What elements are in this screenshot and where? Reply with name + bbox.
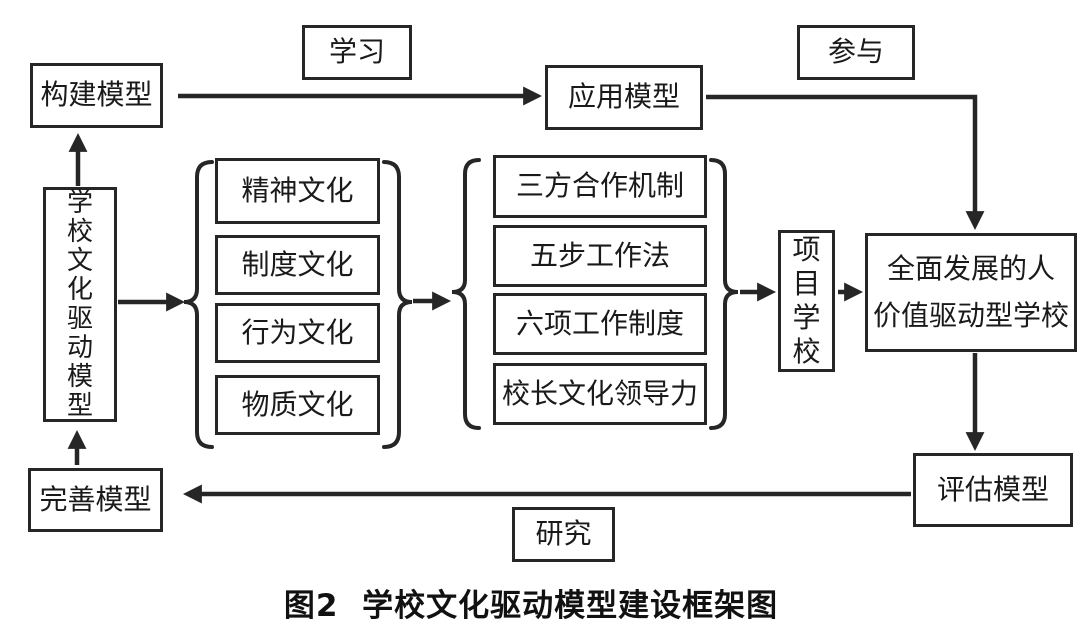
brace-mechanism-right	[709, 158, 739, 430]
brace-culture-left	[183, 160, 214, 449]
node-project-school-label: 项目学校	[792, 233, 821, 368]
node-evaluate-model: 评估模型	[913, 453, 1073, 527]
node-mechanism-item-five-step: 五步工作法	[493, 225, 707, 287]
node-build-model: 构建模型	[30, 63, 163, 128]
node-apply-model: 应用模型	[545, 65, 703, 130]
mechanism-item-label: 三方合作机制	[515, 169, 684, 203]
mechanism-item-label: 五步工作法	[529, 238, 670, 272]
node-school-culture-driven-model: 学校文化驱动模型	[43, 187, 117, 422]
arrow-apply-to-outcome	[706, 94, 985, 231]
node-school-culture-driven-model-label: 学校文化驱动模型	[66, 187, 93, 421]
mechanism-item-label: 六项工作制度	[515, 306, 684, 340]
brace-mechanism-left	[451, 158, 481, 430]
node-apply-model-label: 应用模型	[567, 80, 680, 114]
node-mechanism-item-six-systems: 六项工作制度	[493, 293, 707, 355]
node-mechanism-item-cooperation: 三方合作机制	[493, 155, 707, 218]
culture-item-label: 行为文化	[241, 315, 354, 349]
node-outcome-labels: 全面发展的人 价值驱动型学校	[872, 252, 1069, 332]
culture-item-label: 精神文化	[241, 173, 354, 207]
node-culture-item-behavioral: 行为文化	[215, 303, 380, 363]
culture-item-label: 制度文化	[241, 247, 354, 281]
node-improve-model-label: 完善模型	[39, 482, 152, 516]
culture-item-label: 物质文化	[241, 387, 354, 421]
node-outcome: 全面发展的人 价值驱动型学校	[865, 233, 1077, 352]
node-culture-item-spiritual: 精神文化	[215, 158, 380, 224]
node-culture-item-material: 物质文化	[215, 375, 380, 435]
node-outcome-line1: 全面发展的人	[886, 252, 1055, 286]
node-outcome-line2: 价值驱动型学校	[872, 298, 1069, 332]
node-build-model-label: 构建模型	[40, 78, 153, 112]
node-mechanism-item-principal-leadership: 校长文化领导力	[493, 363, 707, 425]
label-learn: 学习	[302, 25, 412, 80]
node-project-school: 项目学校	[778, 230, 835, 372]
brace-culture-right	[382, 160, 413, 449]
node-improve-model: 完善模型	[28, 468, 163, 532]
label-participate-text: 参与	[827, 35, 884, 69]
mechanism-item-label: 校长文化领导力	[501, 376, 698, 410]
label-research-text: 研究	[535, 517, 592, 551]
node-evaluate-model-label: 评估模型	[936, 472, 1049, 506]
label-participate: 参与	[797, 25, 915, 80]
node-culture-item-institutional: 制度文化	[215, 235, 380, 295]
label-research: 研究	[512, 507, 615, 562]
diagram-caption: 图2 学校文化驱动模型建设框架图	[283, 588, 779, 624]
label-learn-text: 学习	[328, 35, 385, 69]
